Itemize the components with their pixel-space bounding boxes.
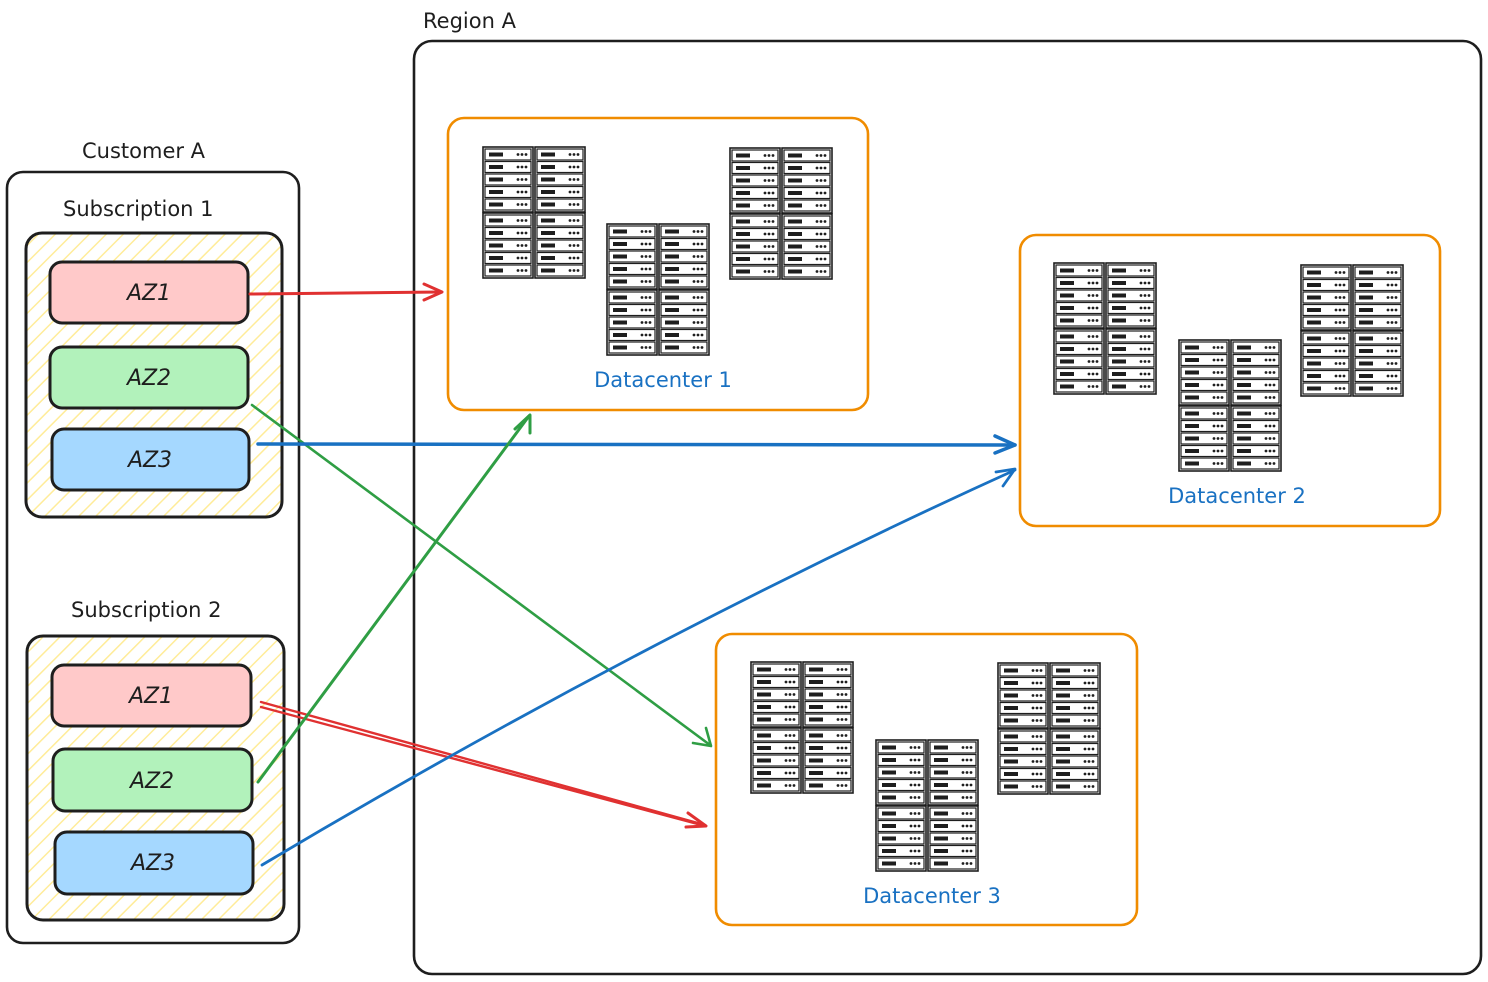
datacenter-label: Datacenter 1 <box>594 368 732 392</box>
subscription-1: Subscription 1 AZ1 AZ2 AZ3 <box>24 197 284 519</box>
connection-sub1-az2-to-dc3[interactable] <box>250 403 713 748</box>
customer-label: Customer A <box>82 139 206 163</box>
connection-sub1-az3-to-dc2[interactable] <box>256 434 1017 455</box>
subscription-label: Subscription 1 <box>63 197 214 221</box>
subscription-label: Subscription 2 <box>71 598 222 622</box>
customer-box <box>5 170 301 945</box>
zone-label: AZ2 <box>128 769 174 794</box>
zone-label: AZ2 <box>125 366 171 391</box>
zone-az2[interactable]: AZ2 <box>51 747 254 813</box>
datacenter-1[interactable]: Datacenter 1 <box>446 116 870 412</box>
region-box <box>412 39 1483 976</box>
zone-label: AZ3 <box>129 851 175 876</box>
connection-sub2-az3-to-dc2[interactable] <box>260 467 1017 867</box>
customer-group: Customer A Subscription 1 AZ1 AZ2 AZ3 Su… <box>5 139 301 945</box>
zone-az2[interactable]: AZ2 <box>48 345 250 410</box>
zone-az1[interactable]: AZ1 <box>48 260 250 325</box>
zone-label: AZ3 <box>126 448 172 473</box>
connection-sub2-az2-to-dc1[interactable] <box>256 413 532 784</box>
zone-az3[interactable]: AZ3 <box>50 427 251 492</box>
datacenter-label: Datacenter 2 <box>1168 484 1306 508</box>
datacenter-label: Datacenter 3 <box>863 884 1001 908</box>
zone-az1[interactable]: AZ1 <box>50 663 253 728</box>
zone-label: AZ1 <box>127 684 173 709</box>
datacenter-2[interactable]: Datacenter 2 <box>1018 233 1442 528</box>
datacenter-3[interactable]: Datacenter 3 <box>714 632 1139 927</box>
region-label: Region A <box>423 9 517 33</box>
zone-az3[interactable]: AZ3 <box>53 830 255 896</box>
subscription-2: Subscription 2 AZ1 AZ2 AZ3 <box>25 598 286 922</box>
region-group: Region A <box>412 9 1483 976</box>
zone-label: AZ1 <box>125 281 171 306</box>
connection-sub1-az1-to-dc1[interactable] <box>248 282 444 302</box>
connection-sub2-az1-to-dc3[interactable] <box>259 700 708 829</box>
